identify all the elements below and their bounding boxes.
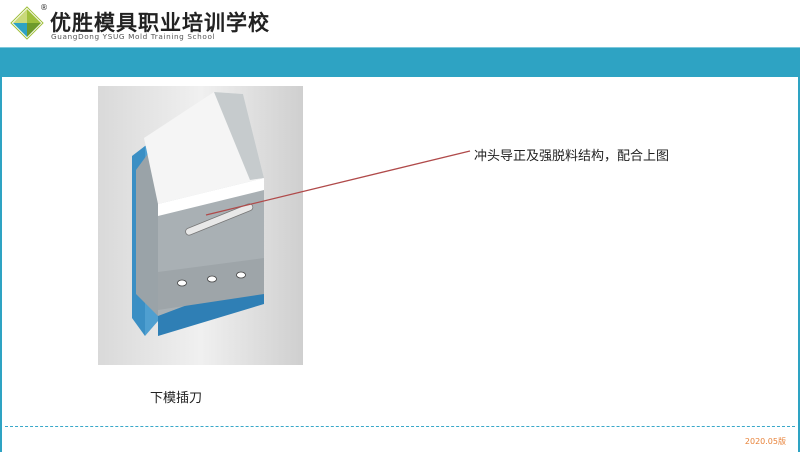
part-hole-2 — [207, 275, 217, 283]
school-logo-icon — [10, 6, 44, 40]
header-band — [0, 48, 800, 77]
footer-divider — [5, 426, 795, 427]
lower-die-insert-image — [98, 86, 303, 365]
slide-header: ® 优胜模具职业培训学校 GuangDong YSUG Mold Trainin… — [0, 0, 800, 47]
left-frame-border — [0, 0, 2, 452]
school-name: 优胜模具职业培训学校 — [50, 10, 270, 35]
header-divider — [0, 47, 800, 48]
figure-caption: 下模插刀 — [150, 391, 203, 406]
annotation-text: 冲头导正及强脱料结构，配合上图 — [474, 149, 670, 164]
part-hole-3 — [236, 271, 246, 279]
registered-mark: ® — [40, 3, 48, 12]
version-label: 2020.05版 — [744, 437, 786, 446]
right-frame-border — [798, 0, 800, 452]
school-name-english: GuangDong YSUG Mold Training School — [51, 32, 216, 41]
part-hole-1 — [177, 279, 187, 287]
